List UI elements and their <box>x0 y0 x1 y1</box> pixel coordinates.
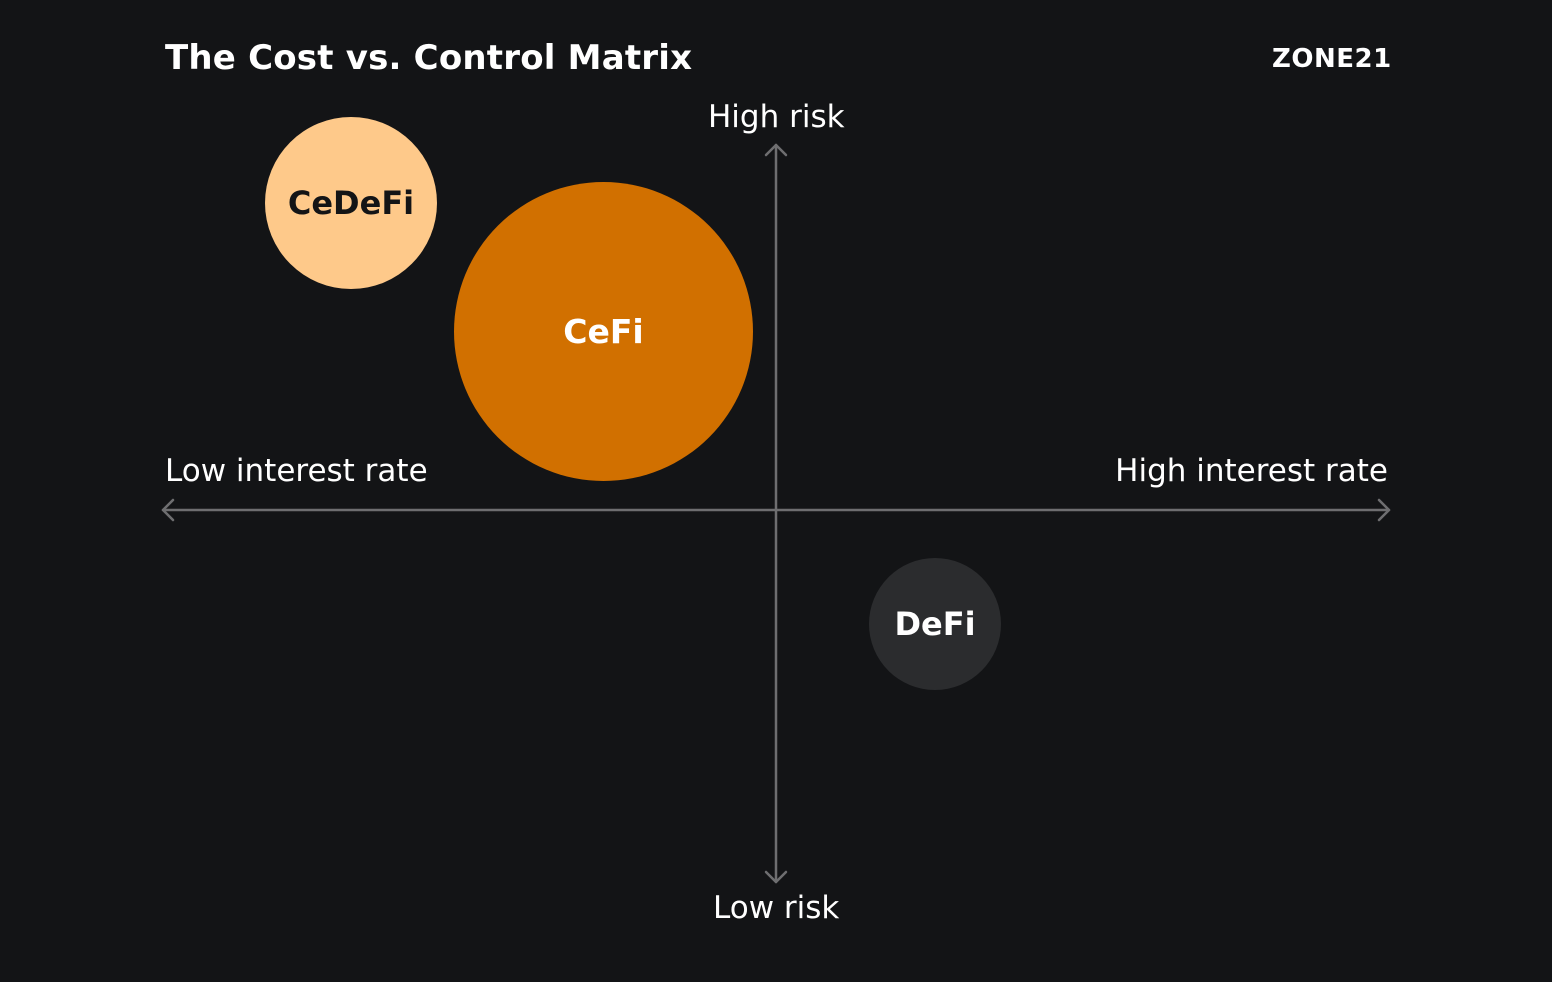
axis-label-high-interest-rate: High interest rate <box>1115 453 1388 489</box>
arrow-up-icon <box>764 143 788 157</box>
bubble-cedefi: CeDeFi <box>265 117 437 289</box>
bubble-label-defi: DeFi <box>894 605 976 643</box>
arrow-down-icon <box>764 870 788 884</box>
arrow-right-icon <box>1377 498 1391 522</box>
arrow-left-icon <box>161 498 175 522</box>
bubble-label-cefi: CeFi <box>563 312 644 351</box>
bubble-defi: DeFi <box>869 558 1001 690</box>
bubble-label-cedefi: CeDeFi <box>287 184 415 222</box>
zone21-logo: ZONE21 <box>1272 44 1392 74</box>
axis-label-high-risk: High risk <box>708 99 845 135</box>
axis-label-low-risk: Low risk <box>713 890 840 926</box>
page-title: The Cost vs. Control Matrix <box>165 38 693 78</box>
bubble-cefi: CeFi <box>454 182 753 481</box>
axis-label-low-interest-rate: Low interest rate <box>165 453 428 489</box>
